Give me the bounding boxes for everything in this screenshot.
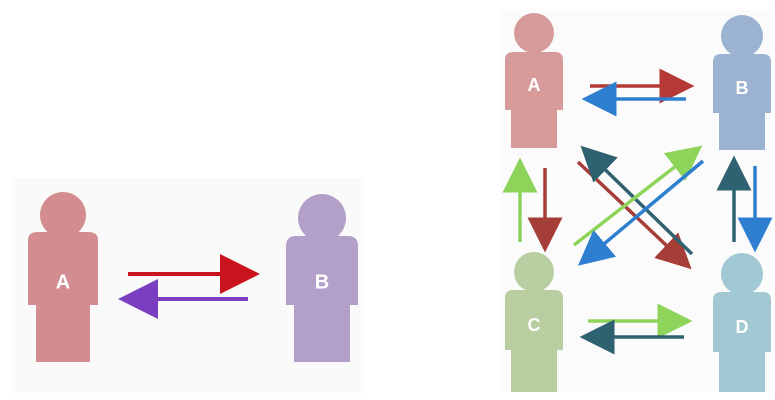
person-b-label: B bbox=[315, 271, 329, 293]
right-person-c: C bbox=[505, 252, 563, 392]
arrow-d-to-a bbox=[580, 145, 694, 256]
right-arrows bbox=[502, 68, 773, 355]
person-body bbox=[505, 52, 563, 148]
person-head bbox=[514, 13, 554, 53]
arrow-b-to-c bbox=[577, 159, 705, 266]
person-head bbox=[721, 15, 763, 57]
person-body bbox=[713, 54, 771, 150]
person-head bbox=[721, 253, 763, 295]
person-head bbox=[40, 192, 86, 238]
person-body bbox=[286, 236, 358, 362]
left-person-a: A bbox=[28, 192, 98, 362]
person-body bbox=[505, 290, 563, 392]
person-body bbox=[713, 292, 771, 392]
left-arrows bbox=[118, 254, 260, 319]
arrow-c-to-b bbox=[572, 145, 703, 247]
right-person-a: A bbox=[505, 13, 563, 148]
person-head bbox=[514, 252, 554, 292]
right-person-b: B bbox=[713, 15, 771, 150]
person-a-label: A bbox=[56, 271, 70, 293]
person-head bbox=[298, 194, 346, 242]
left-person-b: B bbox=[286, 194, 358, 362]
person-d-label: D bbox=[736, 317, 749, 337]
person-a-label: A bbox=[528, 75, 541, 95]
right-person-d: D bbox=[713, 253, 771, 392]
person-b-label: B bbox=[736, 78, 749, 98]
person-body bbox=[28, 232, 98, 362]
person-c-label: C bbox=[528, 315, 541, 335]
